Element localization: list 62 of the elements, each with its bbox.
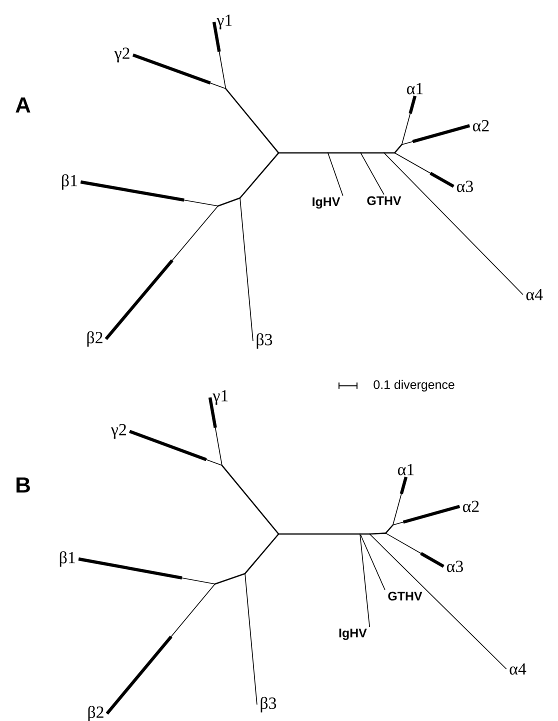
leaf-label: α1 (398, 464, 414, 476)
tree-branch (369, 534, 507, 670)
leaf-label: γ2 (114, 48, 130, 62)
scale-label: 0.1 divergence (374, 380, 454, 392)
leaf-label: β1 (62, 174, 77, 190)
tree-branch (212, 22, 226, 89)
tree-branch (132, 54, 226, 89)
leaf-label: γ1 (212, 390, 228, 405)
leaf-label: β2 (88, 706, 104, 721)
tree-branch (360, 534, 386, 590)
leaf-label: IgHV (312, 197, 340, 209)
tree-branch (278, 533, 361, 535)
leaf-label: GTHV (367, 196, 402, 206)
leaf-label: γ2 (110, 424, 126, 439)
tree-branch (368, 532, 386, 535)
tree-branch (360, 152, 385, 154)
leaf-label: β3 (260, 696, 276, 712)
tree-branch (384, 152, 524, 295)
leaf-label: α2 (472, 120, 489, 132)
tree-branch (383, 152, 396, 154)
tree-branch (360, 152, 384, 195)
leaf-label: GTHV (388, 592, 422, 601)
tree-branch (394, 152, 454, 188)
tree-branch (401, 124, 470, 145)
tree-branch (80, 180, 218, 206)
leaf-label: α2 (462, 500, 479, 512)
tree-branch (225, 88, 280, 154)
tree-branch (244, 533, 280, 574)
leaf-label: α1 (406, 82, 423, 94)
leaf-label: α3 (446, 560, 463, 572)
tree-branch (360, 534, 370, 628)
tree-branch (401, 96, 417, 145)
tree-branch (104, 206, 218, 340)
tree-branch (392, 476, 408, 526)
tree-branch (240, 198, 254, 342)
tree-branch (217, 197, 241, 207)
tree-branch (385, 532, 444, 568)
tree-branch (208, 397, 222, 466)
leaf-label: α4 (510, 663, 526, 675)
tree-branch (214, 572, 246, 585)
tree-branch (244, 573, 258, 705)
panel-letter: B (16, 477, 30, 493)
tree-branch (359, 533, 370, 535)
tree-branch (221, 464, 280, 535)
leaf-label: γ1 (216, 14, 232, 30)
leaf-label: α3 (456, 180, 473, 192)
leaf-label: β1 (60, 551, 75, 567)
tree-branch (129, 430, 222, 466)
tree-branch (327, 152, 362, 154)
panel-letter: A (16, 97, 30, 113)
tree-branch (278, 152, 329, 154)
tree-branch (392, 504, 460, 526)
leaf-label: IgHV (339, 628, 367, 640)
leaf-label: α4 (526, 288, 543, 300)
tree-branch (328, 152, 344, 196)
tree-branch (394, 144, 402, 154)
tree-branch (239, 152, 280, 199)
tree-branch (78, 557, 216, 584)
tree-branch (106, 584, 216, 715)
tree-branch (385, 524, 394, 534)
leaf-label: β2 (87, 331, 102, 347)
leaf-label: β3 (256, 333, 272, 349)
